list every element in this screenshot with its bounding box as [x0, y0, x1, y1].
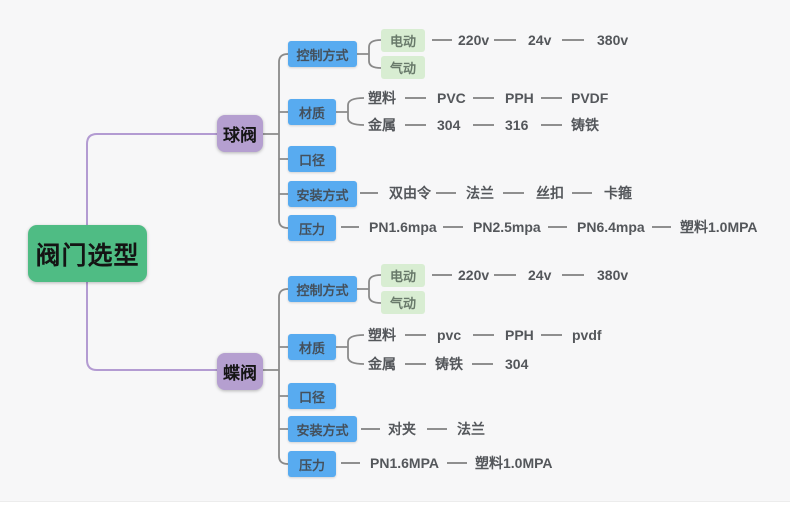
node-ball-valve[interactable]: 球阀 — [217, 115, 263, 152]
node-butterfly-material[interactable]: 材质 — [288, 334, 336, 360]
leaf-butterfly-wafer[interactable]: 对夹 — [388, 421, 416, 437]
leaf-butterfly-pneumatic[interactable]: 气动 — [381, 291, 425, 314]
leaf-butterfly-plastic-pressure[interactable]: 塑料1.0MPA — [475, 455, 553, 471]
node-ball-pressure[interactable]: 压力 — [288, 215, 336, 241]
tree-connectors — [263, 39, 382, 465]
leaf-ball-pn64[interactable]: PN6.4mpa — [577, 219, 645, 235]
node-butterfly-control-method[interactable]: 控制方式 — [288, 276, 357, 302]
leaf-butterfly-24v[interactable]: 24v — [528, 267, 552, 283]
leaf-ball-pvdf[interactable]: PVDF — [571, 90, 609, 106]
node-ball-diameter[interactable]: 口径 — [288, 146, 336, 172]
leaf-ball-metal[interactable]: 金属 — [368, 117, 396, 133]
leaf-butterfly-flange[interactable]: 法兰 — [457, 421, 485, 437]
leaf-ball-pn16[interactable]: PN1.6mpa — [369, 219, 437, 235]
leaf-ball-316[interactable]: 316 — [505, 117, 529, 133]
leaf-butterfly-pn16[interactable]: PN1.6MPA — [370, 455, 439, 471]
leaf-ball-24v[interactable]: 24v — [528, 32, 552, 48]
leaf-butterfly-plastic[interactable]: 塑料 — [368, 327, 396, 343]
node-ball-control-method[interactable]: 控制方式 — [288, 41, 357, 67]
node-ball-material[interactable]: 材质 — [288, 99, 336, 125]
leaf-butterfly-380v[interactable]: 380v — [597, 267, 629, 283]
node-butterfly-valve[interactable]: 蝶阀 — [217, 353, 263, 390]
node-butterfly-diameter[interactable]: 口径 — [288, 383, 336, 409]
canvas-edge — [0, 501, 790, 506]
leaf-butterfly-metal[interactable]: 金属 — [368, 356, 396, 372]
leaf-ball-plastic[interactable]: 塑料 — [368, 90, 396, 106]
leaf-ball-electric[interactable]: 电动 — [381, 29, 425, 52]
leaf-ball-flange[interactable]: 法兰 — [466, 185, 494, 201]
leaf-butterfly-pvdf[interactable]: pvdf — [572, 327, 602, 343]
leaf-ball-pneumatic[interactable]: 气动 — [381, 56, 425, 79]
leaf-ball-304[interactable]: 304 — [437, 117, 461, 133]
node-butterfly-install-method[interactable]: 安装方式 — [288, 416, 357, 442]
leaf-butterfly-cast-iron[interactable]: 铸铁 — [435, 356, 463, 372]
leaf-ball-cast-iron[interactable]: 铸铁 — [571, 117, 599, 133]
leaf-butterfly-pvc[interactable]: pvc — [437, 327, 462, 343]
leaf-ball-thread[interactable]: 丝扣 — [536, 185, 564, 201]
leaf-ball-380v[interactable]: 380v — [597, 32, 629, 48]
leaf-butterfly-304[interactable]: 304 — [505, 356, 529, 372]
leaf-butterfly-electric[interactable]: 电动 — [381, 264, 425, 287]
leaf-ball-220v[interactable]: 220v — [458, 32, 490, 48]
leaf-ball-pvc[interactable]: PVC — [437, 90, 466, 106]
leaf-ball-double-union[interactable]: 双由令 — [389, 185, 431, 201]
leaf-butterfly-220v[interactable]: 220v — [458, 267, 490, 283]
root-node[interactable]: 阀门选型 — [28, 225, 147, 282]
leaf-ball-pph[interactable]: PPH — [505, 90, 534, 106]
leaf-ball-pn25[interactable]: PN2.5mpa — [473, 219, 541, 235]
node-butterfly-pressure[interactable]: 压力 — [288, 451, 336, 477]
chain-connectors — [341, 39, 671, 464]
leaf-butterfly-pph[interactable]: PPH — [505, 327, 534, 343]
leaf-ball-plastic-pressure[interactable]: 塑料1.0MPA — [680, 219, 758, 235]
root-branch-connectors — [86, 133, 217, 371]
node-ball-install-method[interactable]: 安装方式 — [288, 181, 357, 207]
leaf-ball-clamp[interactable]: 卡箍 — [604, 185, 632, 201]
